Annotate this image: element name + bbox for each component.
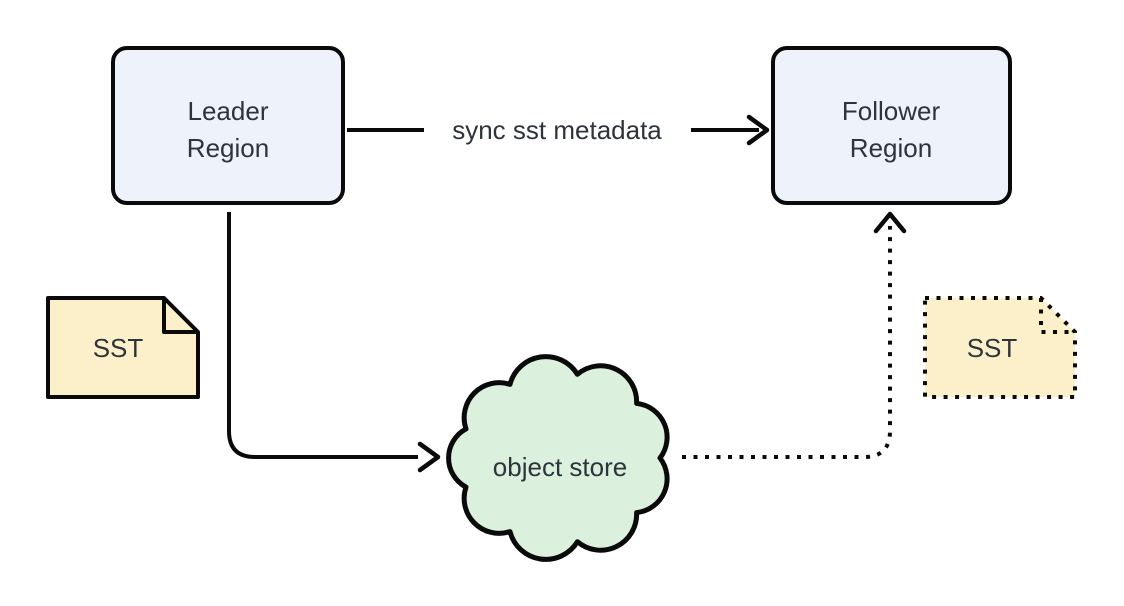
- node-leader-region: Leader Region: [111, 46, 345, 205]
- edge-object-store-to-follower: [682, 211, 907, 459]
- object-store-label: object store: [493, 452, 627, 482]
- leader-region-label-line1: Leader: [188, 96, 269, 126]
- sst-left-folded-corner-icon: [162, 298, 198, 334]
- node-sst-document-left: SST: [46, 296, 200, 399]
- edge-leader-store-path: [227, 212, 418, 459]
- edge-store-follower-dotted-path: [682, 226, 892, 459]
- node-follower-region: Follower Region: [771, 46, 1012, 205]
- leader-region-label-line2: Region: [187, 133, 269, 163]
- edge-label-sync-sst-metadata: sync sst metadata: [452, 115, 662, 145]
- sst-left-document-icon: [46, 296, 200, 399]
- sst-left-label: SST: [93, 333, 144, 363]
- arrowhead-right-icon: [746, 114, 770, 146]
- node-object-store: object store: [446, 354, 670, 562]
- follower-region-box: [771, 46, 1012, 205]
- arrowhead-right-icon: [417, 441, 441, 473]
- arrowhead-up-icon: [873, 211, 907, 234]
- edge-sync-sst-metadata: sync sst metadata: [347, 114, 770, 146]
- follower-region-label-line1: Follower: [842, 96, 941, 126]
- leader-region-box: [111, 46, 345, 205]
- edge-leader-to-object-store: [227, 212, 441, 473]
- follower-region-label-line2: Region: [850, 133, 932, 163]
- sst-right-label: SST: [967, 333, 1018, 363]
- node-sst-document-right: SST: [923, 296, 1077, 399]
- sst-right-document-icon: [923, 296, 1077, 399]
- object-store-cloud-icon: [446, 354, 670, 562]
